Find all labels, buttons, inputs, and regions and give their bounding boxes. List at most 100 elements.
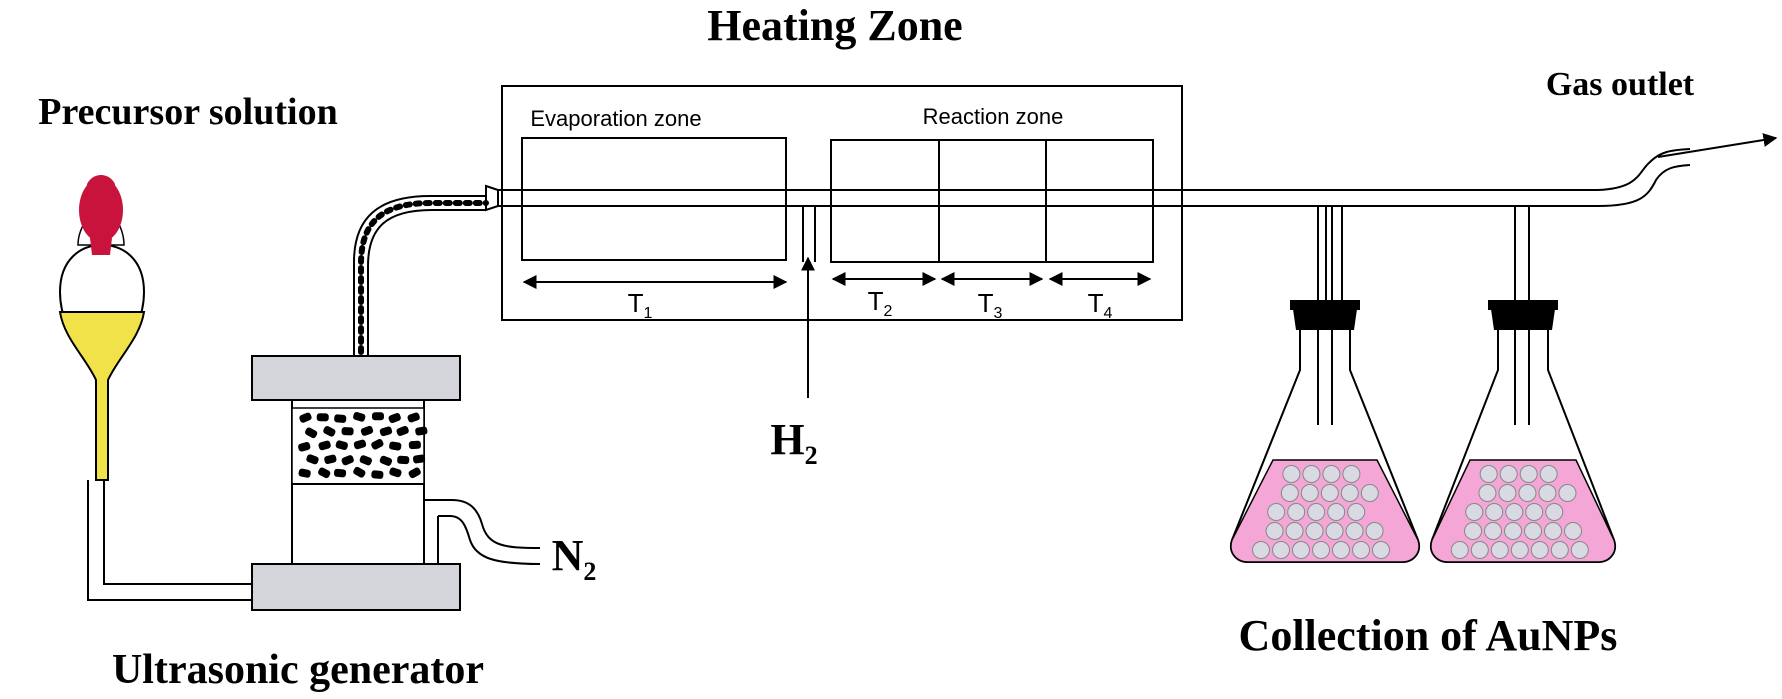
nanoparticle xyxy=(1465,503,1484,521)
generator-top-plate xyxy=(251,355,461,401)
n2-label: N2 xyxy=(552,531,597,586)
nanoparticle xyxy=(1332,541,1350,559)
nanoparticle xyxy=(1282,465,1301,483)
nanoparticle xyxy=(1530,541,1549,559)
mist-droplet xyxy=(371,439,384,450)
nanoparticle xyxy=(1485,503,1504,521)
flask-dip-tubes xyxy=(1317,300,1530,425)
nanoparticle xyxy=(1305,522,1324,540)
nanoparticle xyxy=(1287,503,1306,521)
collection-label: Collection of AuNPs xyxy=(1239,611,1618,660)
nanoparticle xyxy=(1504,522,1523,540)
t2-label: T2 xyxy=(868,286,893,320)
reaction-chamber xyxy=(830,139,1154,263)
nanoparticle xyxy=(1550,541,1569,559)
nanoparticle xyxy=(1342,465,1361,483)
dropper-tip xyxy=(87,175,115,196)
evaporation-zone-label: Evaporation zone xyxy=(530,106,701,131)
mist-droplet xyxy=(397,455,410,465)
nanoparticle xyxy=(1312,541,1330,559)
precursor-funnel xyxy=(58,175,146,481)
nanoparticle xyxy=(1285,522,1304,540)
nanoparticle xyxy=(1347,503,1366,521)
nanoparticle xyxy=(1322,465,1341,483)
mist-droplet xyxy=(333,468,347,478)
nanoparticle xyxy=(1267,503,1286,521)
nanoparticle xyxy=(1505,503,1524,521)
collection-flask-1 xyxy=(1230,205,1420,563)
mist-droplet xyxy=(335,440,348,450)
nanoparticle xyxy=(1558,484,1577,502)
generator-bottom-plate xyxy=(251,563,461,611)
gas-outlet-label: Gas outlet xyxy=(1546,66,1695,103)
evaporation-chamber xyxy=(521,137,787,261)
mist-droplet xyxy=(396,425,409,436)
precursor-feed-line-outer xyxy=(87,480,252,601)
mist-droplet xyxy=(306,454,319,465)
mist-droplet xyxy=(324,454,337,465)
nanoparticle xyxy=(1499,465,1518,483)
mist-droplet xyxy=(318,467,331,479)
nanoparticle xyxy=(1292,541,1310,559)
mist-droplet xyxy=(316,413,329,422)
nanoparticle xyxy=(1539,465,1558,483)
mist-droplet xyxy=(389,467,402,478)
h2-label: H2 xyxy=(770,415,817,470)
mist-droplet xyxy=(379,426,393,437)
nanoparticle xyxy=(1564,522,1583,540)
flask-1-nanoparticles xyxy=(1252,465,1390,559)
mist-droplet xyxy=(305,427,318,439)
mist-droplet xyxy=(318,440,331,451)
nanoparticle xyxy=(1280,484,1299,502)
nanoparticle xyxy=(1320,484,1339,502)
mist-droplet xyxy=(408,440,421,450)
nanoparticle xyxy=(1450,541,1469,559)
nanoparticle xyxy=(1479,465,1498,483)
nanoparticle xyxy=(1302,465,1321,483)
aerosol-transport-tube xyxy=(353,195,489,356)
nanoparticle xyxy=(1478,484,1497,502)
heating-zone-title: Heating Zone xyxy=(707,1,962,50)
nanoparticle xyxy=(1464,522,1483,540)
mist-droplet xyxy=(389,441,402,451)
gas-outlet-arrow xyxy=(1657,133,1778,158)
nanoparticle xyxy=(1372,541,1390,559)
nanoparticle xyxy=(1252,541,1270,559)
reaction-zone-label: Reaction zone xyxy=(923,104,1064,129)
mist-droplet xyxy=(388,413,401,424)
mist-droplet xyxy=(408,467,421,479)
nanoparticle xyxy=(1352,541,1370,559)
mist-droplet xyxy=(341,427,354,436)
mist-droplet xyxy=(323,426,336,437)
nanoparticle xyxy=(1327,503,1346,521)
n2-inlet-tube xyxy=(423,499,541,565)
mist-droplet xyxy=(334,414,347,423)
nanoparticle xyxy=(1340,484,1359,502)
mist-droplets xyxy=(298,412,428,479)
nanoparticle xyxy=(1345,522,1364,540)
mist-droplet xyxy=(359,455,372,466)
nanoparticle xyxy=(1484,522,1503,540)
dropper-bulb xyxy=(79,178,123,242)
tube-inlet-connector xyxy=(485,184,499,212)
ultrasonic-generator xyxy=(251,355,461,611)
nanoparticle xyxy=(1365,522,1384,540)
flask-2-nanoparticles xyxy=(1450,465,1589,559)
ultrasonic-generator-label: Ultrasonic generator xyxy=(112,647,484,693)
nanoparticle xyxy=(1265,522,1284,540)
t1-label: T1 xyxy=(628,288,653,322)
nanoparticle xyxy=(1570,541,1589,559)
nanoparticle xyxy=(1510,541,1529,559)
nanoparticle xyxy=(1325,522,1344,540)
mist-droplet xyxy=(298,468,311,478)
nanoparticle xyxy=(1545,503,1564,521)
collection-flask-2 xyxy=(1430,206,1616,563)
nanoparticle xyxy=(1490,541,1509,559)
mist-droplet xyxy=(353,439,367,450)
nanoparticle xyxy=(1360,484,1379,502)
gas-outlet-tube xyxy=(1597,148,1691,207)
nanoparticle xyxy=(1544,522,1563,540)
heating-zone-box xyxy=(501,85,1183,321)
mist-droplet xyxy=(353,412,366,422)
